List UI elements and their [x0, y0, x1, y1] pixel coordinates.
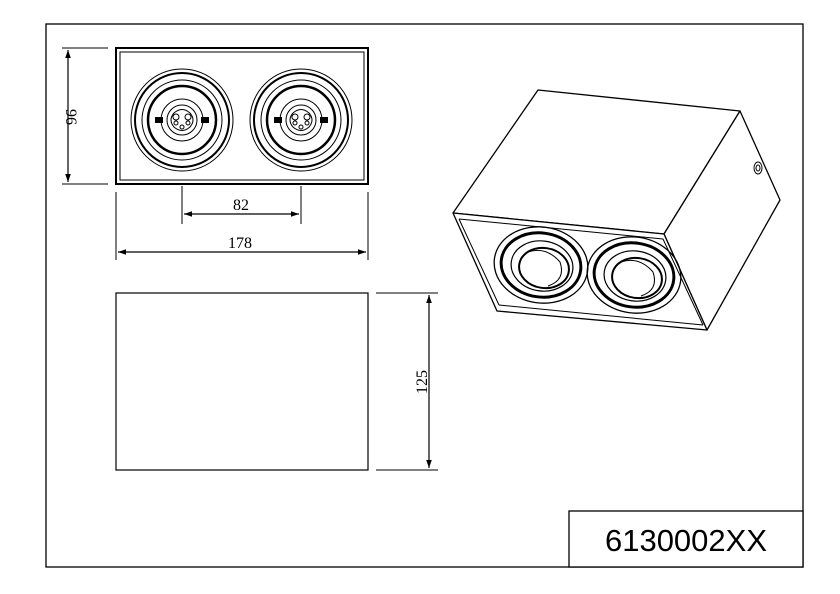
spotlight-right [249, 68, 353, 172]
part-number: 6130002XX [605, 523, 767, 558]
cable-entry-icon [753, 161, 763, 175]
part-number-box [568, 510, 804, 568]
dimension-label-125: 125 [414, 370, 431, 394]
dimension-height-top: 96 [62, 47, 108, 185]
side-view [115, 292, 369, 471]
top-view [115, 47, 369, 185]
dimension-label-178: 178 [228, 235, 252, 252]
dimension-spacing: 82 [181, 186, 302, 224]
spotlight-left [130, 68, 234, 172]
isometric-view [452, 89, 781, 331]
iso-spotlight-left [493, 226, 589, 304]
dimension-width: 178 [115, 192, 369, 260]
dimension-label-82: 82 [233, 197, 249, 214]
dimension-label-96: 96 [62, 109, 79, 125]
dimension-height-side: 125 [376, 292, 438, 471]
iso-spotlight-right [586, 236, 682, 314]
drawing-frame [45, 23, 804, 568]
